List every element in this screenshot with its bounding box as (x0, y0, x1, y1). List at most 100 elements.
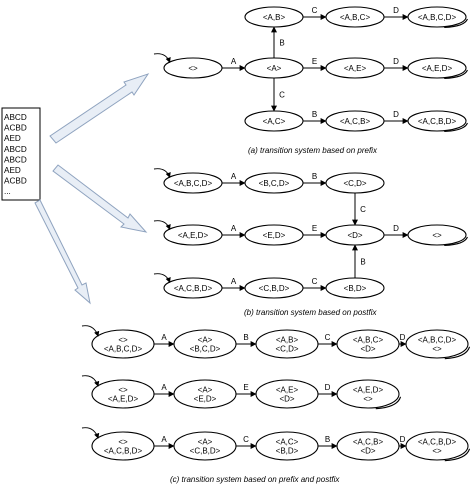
transition-label: D (400, 333, 406, 342)
transition-label: E (243, 383, 248, 392)
state-label: <D> (360, 447, 375, 456)
transition-label: D (325, 383, 331, 392)
state-label: <B,D> (276, 447, 299, 456)
state-label: <E,D> (263, 231, 286, 240)
state-label: <A,B,C,D> (418, 13, 457, 22)
state-node: <A,C,B,D><> (405, 431, 471, 462)
log-trace: ... (4, 187, 11, 196)
transition-label: A (231, 277, 237, 286)
state-node: <C,D> (325, 172, 385, 194)
state-label: <A,C> (263, 117, 286, 126)
state-node: <A,B,C,D><> (405, 329, 471, 360)
transition-label: D (393, 57, 399, 66)
state-label: <A,B,C,D> (418, 336, 457, 345)
transition-label: C (243, 435, 249, 444)
state-node: <A,B,C,D> (407, 6, 468, 29)
transition-label: A (161, 435, 167, 444)
state-label: <A,C,B,D> (418, 117, 457, 126)
state-label: <> (118, 386, 128, 395)
transition-label: E (312, 224, 317, 233)
transition-label: D (393, 110, 399, 119)
transition-label: C (279, 91, 285, 100)
transition-label: A (231, 57, 237, 66)
state-label: <> (432, 345, 442, 354)
state-label: <A,E,D> (178, 231, 209, 240)
state-label: <A> (198, 386, 213, 395)
state-node: <C,B,D> (244, 277, 304, 299)
state-node: <A,B,C> (325, 6, 385, 28)
state-label: <A,B> (276, 336, 299, 345)
state-label: <A,C> (276, 438, 299, 447)
state-label: <> (432, 231, 442, 240)
transition-label: C (312, 6, 318, 15)
state-node: <B,C,D> (244, 172, 304, 194)
transition-label: A (161, 383, 167, 392)
state-node: <A,C><B,D> (255, 431, 319, 461)
state-node: <A,E,D> (407, 57, 468, 80)
state-label: <> (432, 447, 442, 456)
transition-edges (154, 14, 409, 449)
state-label: <A,C,B> (340, 117, 371, 126)
arrow-to-prefix-system (49, 73, 150, 144)
transition-label: A (231, 172, 237, 181)
state-node: <D> (325, 224, 385, 246)
state-label: <D> (347, 231, 362, 240)
state-node: <A,C,B><D> (336, 431, 400, 461)
state-node: <A,C,B,D> (153, 273, 223, 299)
state-node: <A><B,C,D> (173, 329, 237, 359)
state-label: <E,D> (194, 395, 217, 404)
state-node: <B,D> (325, 277, 385, 299)
log-trace: AED (4, 166, 21, 175)
state-node: <A,B,C,D> (153, 168, 223, 194)
transition-label: C (325, 333, 331, 342)
state-label: <A,C,B> (353, 438, 384, 447)
state-label: <A,E,D> (108, 395, 139, 404)
transition-label: A (161, 333, 167, 342)
state-label: <> (118, 438, 128, 447)
caption-postfix: (b) transition system based on postfix (244, 308, 378, 317)
state-node: <A,C> (244, 110, 304, 132)
transition-label: E (312, 57, 317, 66)
state-label: <B,D> (344, 284, 367, 293)
state-node: <A,E,D><> (336, 379, 402, 410)
state-node: <A,B><C,D> (255, 329, 319, 359)
state-label: <C,B,D> (259, 284, 290, 293)
state-node: <><A,E,D> (81, 375, 155, 409)
log-trace: ABCD (4, 145, 27, 154)
log-trace: ACBD (4, 177, 27, 186)
state-node: <A,C,B,D> (407, 110, 468, 133)
state-label: <> (188, 64, 198, 73)
state-label: <C,D> (343, 179, 366, 188)
arrow-to-combined-system (34, 199, 91, 305)
state-nodes: <><A><A,B><A,B,C><A,B,C,D><A,E><A,E,D><A… (81, 6, 471, 462)
state-node: <A,B> (244, 6, 304, 28)
transition-label: C (360, 205, 366, 214)
state-label: <A,C,B,D> (174, 284, 213, 293)
transition-label: B (279, 39, 284, 48)
state-node: <A><E,D> (173, 379, 237, 409)
caption-prefix: (a) transition system based on prefix (248, 146, 378, 155)
log-trace: ABCD (4, 155, 27, 164)
state-label: <B,C,D> (259, 179, 290, 188)
state-label: <A,E> (344, 64, 367, 73)
state-label: <A> (267, 64, 282, 73)
state-label: <D> (279, 395, 294, 404)
state-label: <A,E> (276, 386, 299, 395)
state-label: <A,E,D> (353, 386, 384, 395)
state-node: <A> (244, 57, 304, 79)
transition-label: B (360, 258, 365, 267)
transition-label: B (312, 172, 317, 181)
state-node: <A,E> (325, 57, 385, 79)
state-label: <B,C,D> (190, 345, 221, 354)
state-label: <A,C,B,D> (104, 447, 143, 456)
state-node: <A,C,B> (325, 110, 385, 132)
state-label: <A> (198, 336, 213, 345)
transition-label: A (231, 224, 237, 233)
log-trace: AED (4, 134, 21, 143)
arrow-to-postfix-system (52, 164, 148, 233)
log-trace: ABCD (4, 113, 27, 122)
state-label: <C,B,D> (190, 447, 221, 456)
state-label: <A,E,D> (422, 64, 453, 73)
state-label: <> (363, 395, 373, 404)
state-node: <> (153, 53, 223, 79)
